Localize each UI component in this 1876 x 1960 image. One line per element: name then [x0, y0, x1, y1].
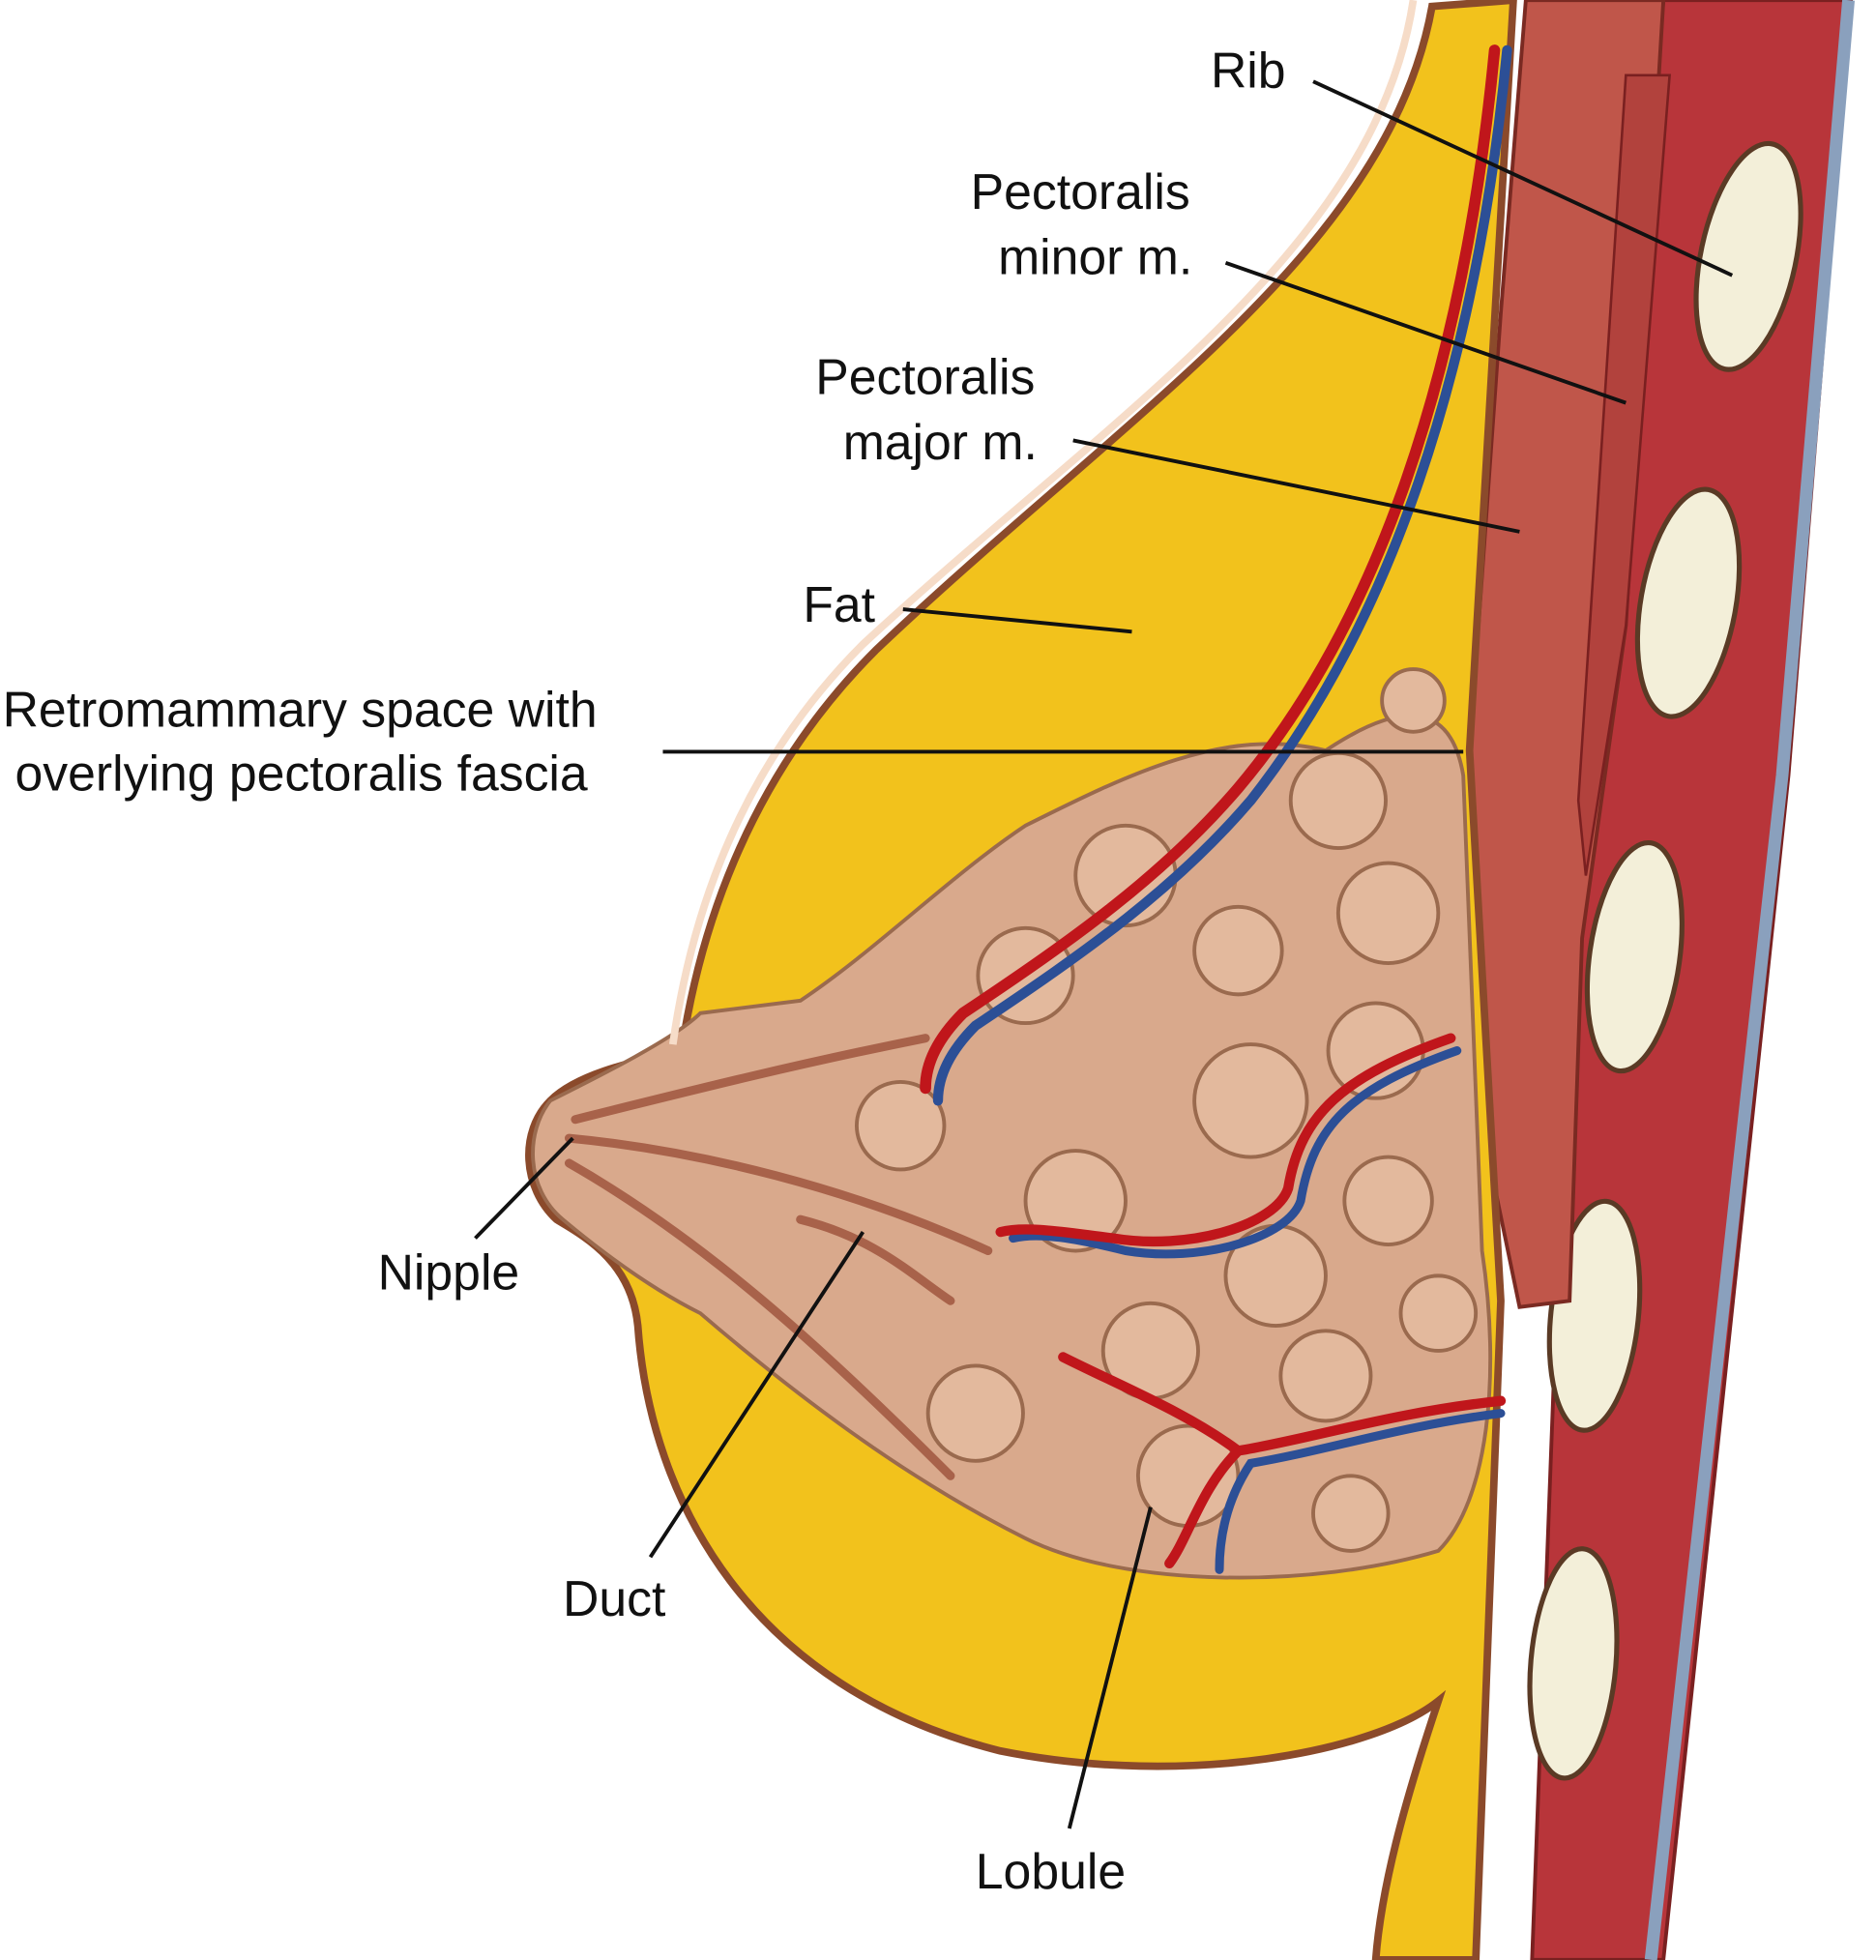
rib-icon [1634, 486, 1743, 719]
rib-icon [1693, 140, 1803, 372]
label-pectoralis-major-line2: major m. [843, 414, 1038, 470]
label-lobule: Lobule [976, 1843, 1126, 1899]
pleura-line [1644, 0, 1855, 1960]
rib-icon [1527, 1546, 1620, 1781]
label-pectoralis-major-line1: Pectoralis [815, 349, 1035, 405]
label-pectoralis-minor-line1: Pectoralis [971, 163, 1190, 219]
label-fat: Fat [803, 576, 875, 632]
blood-vessels [920, 44, 1512, 1574]
label-retromammary-line2: overlying pectoralis fascia [15, 746, 588, 802]
lobules [854, 667, 1479, 1553]
leader-lines [474, 79, 1734, 1829]
label-duct: Duct [563, 1570, 665, 1626]
ducts [564, 1034, 993, 1480]
label-retromammary-line1: Retromammary space with [3, 682, 598, 738]
label-nipple: Nipple [378, 1244, 520, 1301]
skin-outline [668, 0, 1418, 1045]
label-pectoralis-minor-line2: minor m. [998, 228, 1192, 284]
pectoralis-minor-muscle [1576, 73, 1672, 876]
rib-icon [1584, 839, 1685, 1074]
label-rib: Rib [1211, 43, 1286, 99]
